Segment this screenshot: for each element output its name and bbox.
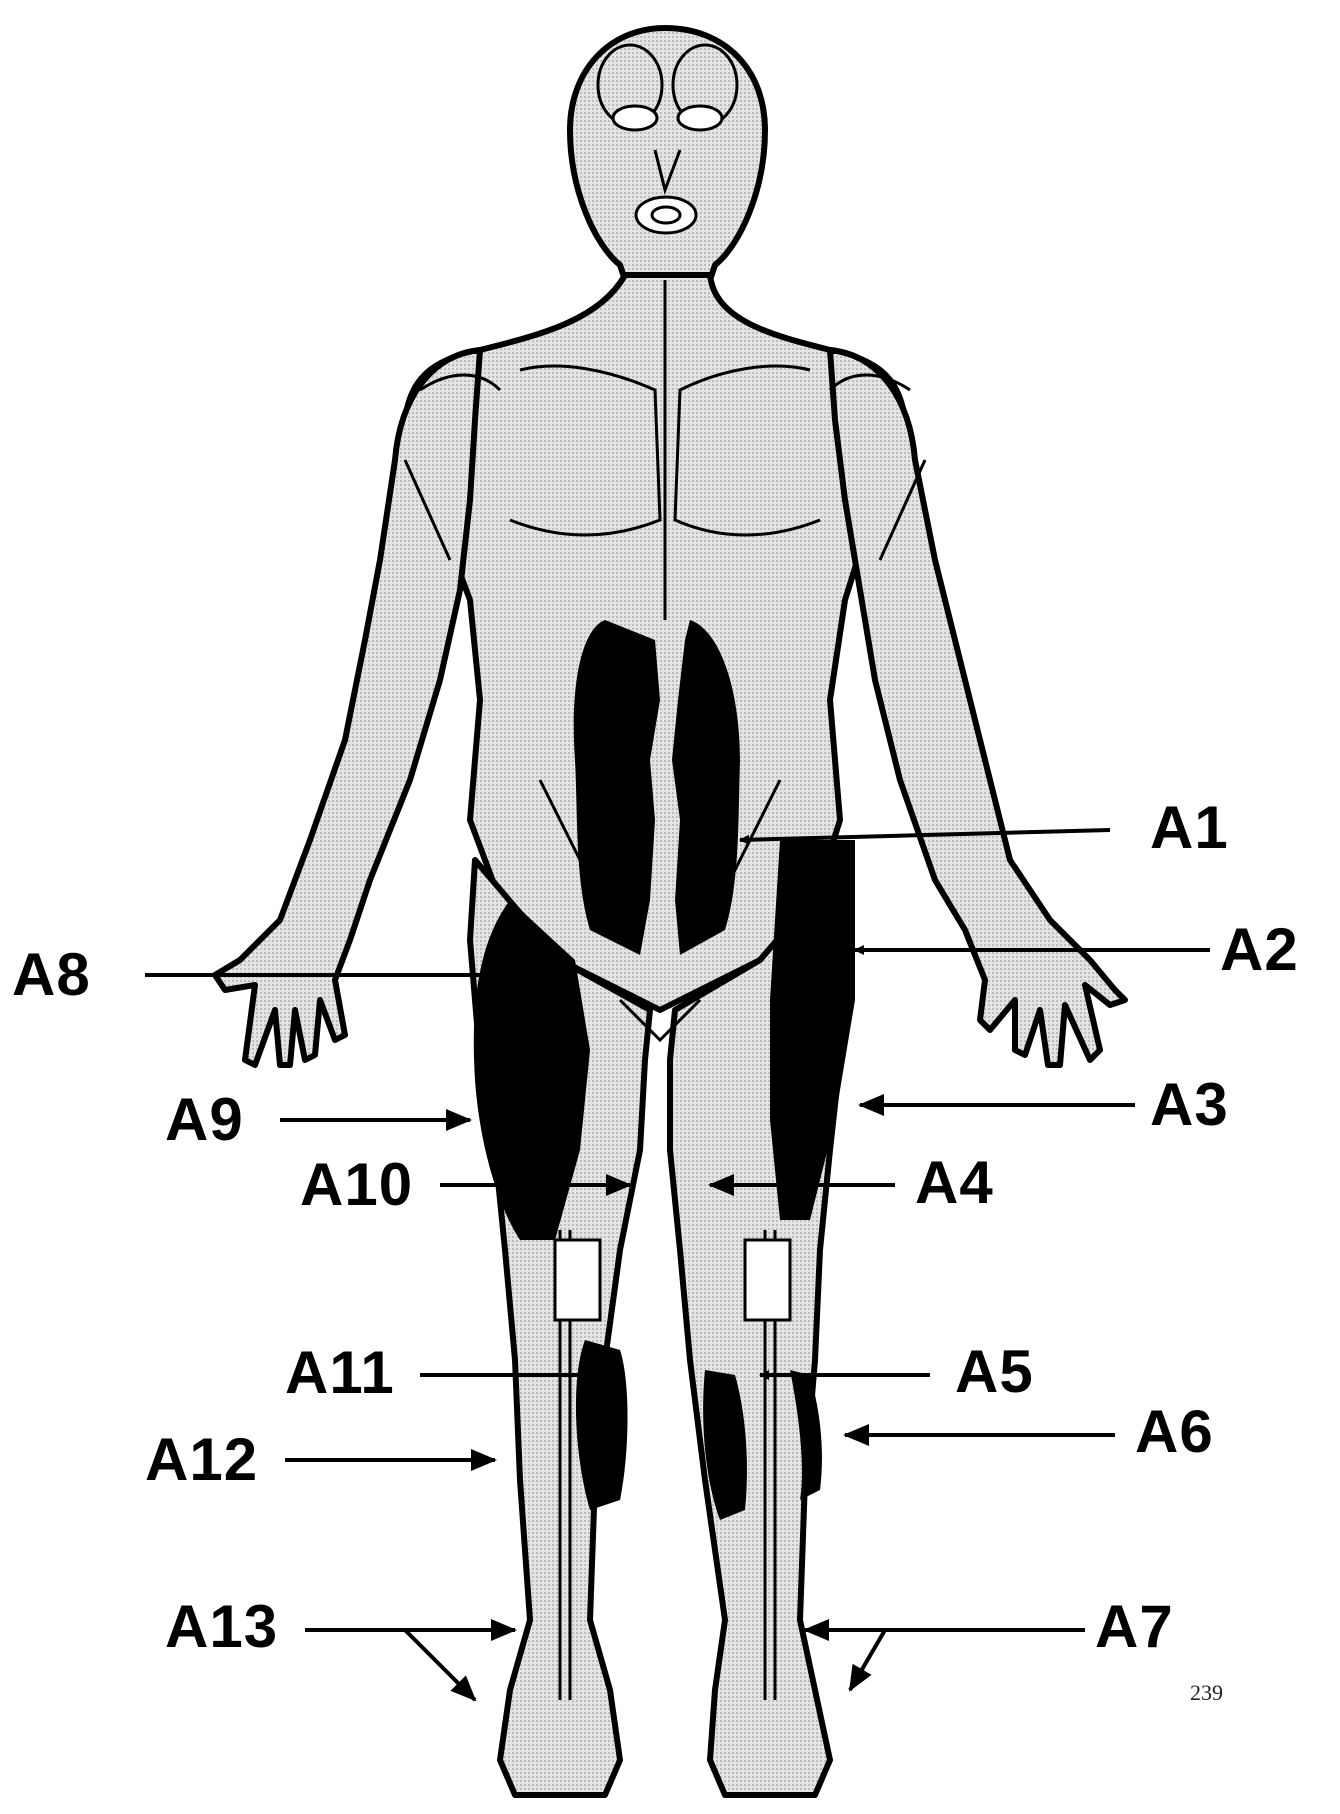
label-a10: A10 (300, 1155, 413, 1215)
page-number: 239 (1190, 1680, 1223, 1706)
abdominal-highlight (574, 620, 660, 955)
head (570, 28, 765, 280)
thigh-highlight-right (770, 840, 855, 1220)
label-a8: A8 (12, 945, 91, 1005)
body-silhouette (215, 28, 1125, 1795)
right-arm (830, 350, 1125, 1065)
pointer-a7b (850, 1630, 885, 1690)
left-arm (215, 350, 480, 1065)
label-a13: A13 (165, 1597, 278, 1657)
label-a12: A12 (145, 1430, 258, 1490)
label-a3: A3 (1150, 1075, 1229, 1135)
label-a5: A5 (955, 1342, 1034, 1402)
label-a11: A11 (285, 1343, 395, 1403)
label-a7: A7 (1095, 1597, 1174, 1657)
label-a2: A2 (1220, 920, 1299, 980)
label-a9: A9 (165, 1090, 244, 1150)
label-a1: A1 (1150, 798, 1229, 858)
label-a6: A6 (1135, 1402, 1214, 1462)
pointer-a13b (405, 1630, 475, 1700)
label-a4: A4 (915, 1153, 994, 1213)
